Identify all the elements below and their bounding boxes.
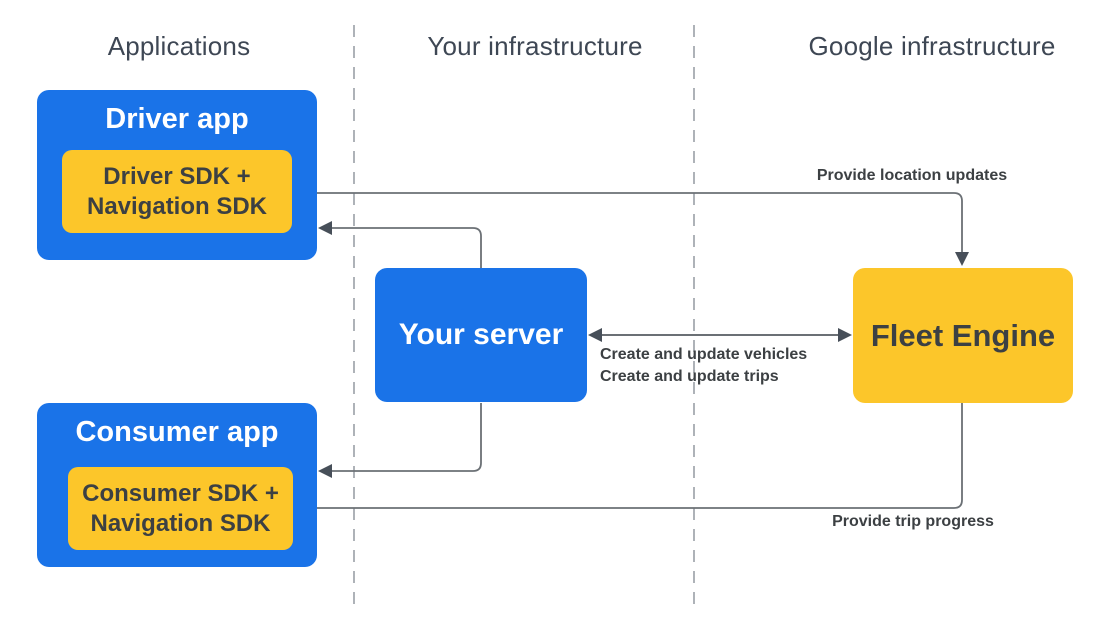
arrowhead-right-fleet-engine-icon: [838, 328, 852, 342]
arrowhead-left-driver-app-icon: [318, 221, 332, 235]
arrowhead-left-your-server-icon: [588, 328, 602, 342]
node-consumer-sdk: Consumer SDK + Navigation SDK: [68, 467, 293, 550]
node-fleet-engine: Fleet Engine: [853, 268, 1073, 403]
node-driver-app: Driver app Driver SDK + Navigation SDK: [37, 90, 317, 260]
edge-label-create-update-vehicles: Create and update vehicles: [600, 346, 808, 363]
node-consumer-app: Consumer app Consumer SDK + Navigation S…: [37, 403, 317, 567]
node-driver-sdk: Driver SDK + Navigation SDK: [62, 150, 292, 233]
column-header-applications: Applications: [107, 31, 251, 61]
edge-label-create-update-trips: Create and update trips: [600, 368, 779, 385]
connector-server-to-driver: [332, 227, 482, 268]
connector-location-updates: [292, 192, 963, 252]
consumer-app-title: Consumer app: [75, 416, 279, 448]
arrowhead-down-fleet-engine-icon: [955, 252, 969, 266]
edge-label-location-updates: Provide location updates: [816, 167, 1008, 184]
arrowhead-left-consumer-app-icon: [318, 464, 332, 478]
node-your-server: Your server: [375, 268, 587, 402]
connector-server-to-consumer: [332, 403, 482, 472]
connector-trip-progress: [307, 403, 963, 509]
column-header-your-infrastructure: Your infrastructure: [427, 31, 643, 61]
column-header-google-infrastructure: Google infrastructure: [808, 31, 1056, 61]
edge-label-trip-progress: Provide trip progress: [832, 513, 994, 530]
driver-app-title: Driver app: [105, 103, 249, 135]
